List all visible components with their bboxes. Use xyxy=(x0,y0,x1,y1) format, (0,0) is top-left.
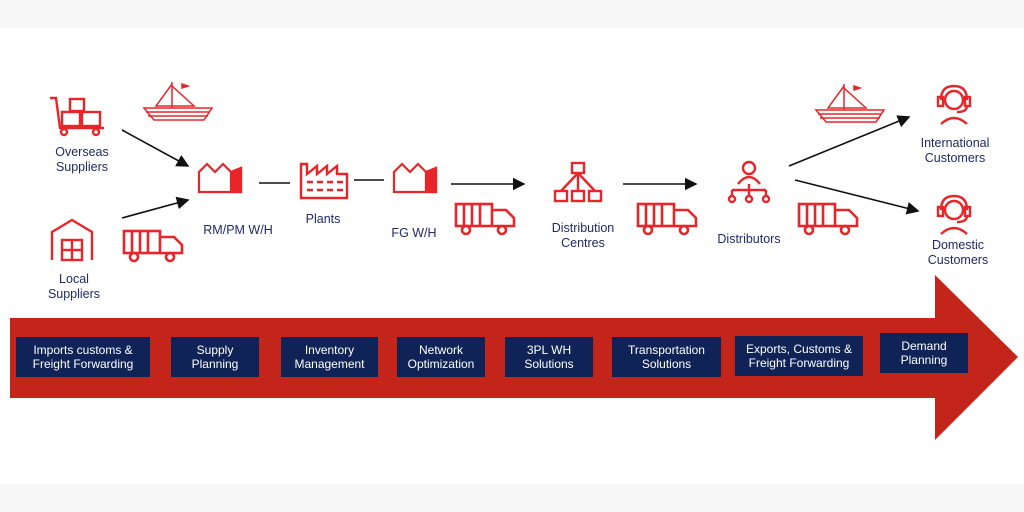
overseas-suppliers-label: Overseas Suppliers xyxy=(55,145,109,174)
network-icon xyxy=(553,161,603,203)
factory-icon-rmpm xyxy=(197,162,243,194)
ship-icon xyxy=(142,82,214,121)
distribution-centres-label: Distribution Centres xyxy=(551,221,615,250)
headset-customer-icon-international xyxy=(936,84,972,125)
arrow-distributors-to-domestic xyxy=(794,179,920,215)
truck-icon-fgwh xyxy=(454,202,516,236)
bottom-band xyxy=(0,484,1024,512)
service-imports-customs: Imports customs & Freight Forwarding xyxy=(16,337,150,377)
distributors-label: Distributors xyxy=(717,232,781,246)
plants-label: Plants xyxy=(305,212,341,226)
arrow-distributors-to-international xyxy=(788,115,911,167)
distributor-person-icon xyxy=(727,160,771,204)
warehouse-icon xyxy=(50,218,94,262)
service-exports-customs: Exports, Customs & Freight Forwarding xyxy=(735,336,863,376)
headset-customer-icon-domestic xyxy=(936,194,972,235)
service-demand-planning: Demand Planning xyxy=(880,333,968,373)
service-inventory-management: Inventory Management xyxy=(281,337,378,377)
ship-icon-export xyxy=(814,84,886,123)
fg-wh-label: FG W/H xyxy=(391,226,437,240)
service-transportation-solutions: Transportation Solutions xyxy=(612,337,721,377)
factory-icon-fgwh xyxy=(392,162,438,194)
international-customers-label: International Customers xyxy=(920,136,990,165)
top-band xyxy=(0,0,1024,28)
hand-truck-icon xyxy=(50,96,104,137)
domestic-customers-label: Domestic Customers xyxy=(927,238,989,267)
truck-icon-distributors xyxy=(797,202,859,236)
factory-icon-plants xyxy=(299,162,349,200)
truck-icon-dc xyxy=(636,202,698,236)
local-suppliers-label: Local Suppliers xyxy=(47,272,101,301)
service-supply-planning: Supply Planning xyxy=(171,337,259,377)
rmpm-wh-label: RM/PM W/H xyxy=(203,223,273,237)
arrow-local-to-rmpm xyxy=(121,196,190,219)
service-network-optimization: Network Optimization xyxy=(397,337,485,377)
truck-icon-local xyxy=(122,229,184,263)
arrow-overseas-to-rmpm xyxy=(121,129,190,167)
service-3pl-wh-solutions: 3PL WH Solutions xyxy=(505,337,593,377)
